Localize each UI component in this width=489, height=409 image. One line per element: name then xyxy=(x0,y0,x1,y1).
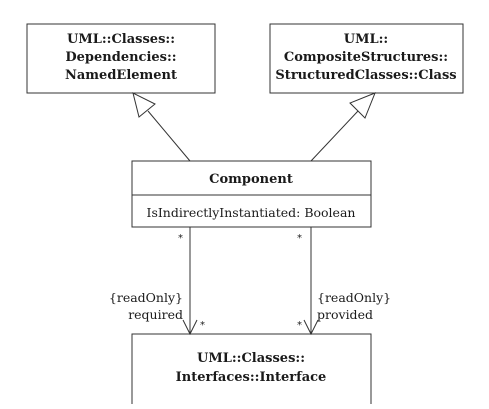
generalization-arrowhead-right xyxy=(349,92,376,119)
generalization-to-class xyxy=(310,92,376,162)
provided-source-multiplicity: * xyxy=(297,233,302,244)
component-name: Component xyxy=(209,172,293,187)
required-association: * * {readOnly} required xyxy=(109,227,205,336)
required-source-multiplicity: * xyxy=(178,233,183,244)
generalization-line-right xyxy=(310,110,359,162)
provided-target-multiplicity: * xyxy=(297,320,302,331)
named-element-box xyxy=(26,23,216,94)
interface-class[interactable]: UML::Classes:: Interfaces::Interface xyxy=(131,333,372,404)
generalization-arrowhead-left xyxy=(132,92,156,118)
generalization-to-named-element xyxy=(132,92,191,162)
interface-box xyxy=(131,333,372,404)
component-box xyxy=(131,160,372,228)
generalization-line-left xyxy=(147,110,191,162)
structured-class-line-1: UML:: xyxy=(344,32,388,47)
structured-class-class[interactable]: UML:: CompositeStructures:: StructuredCl… xyxy=(269,23,464,94)
structured-class-line-3: StructuredClasses::Class xyxy=(275,68,456,83)
structured-class-line-2: CompositeStructures:: xyxy=(284,50,448,65)
named-element-line-2: Dependencies:: xyxy=(65,50,176,65)
interface-line-1: UML::Classes:: xyxy=(197,351,305,366)
required-target-multiplicity: * xyxy=(200,320,205,331)
named-element-line-1: UML::Classes:: xyxy=(67,32,175,47)
required-constraint: {readOnly} xyxy=(109,290,183,305)
required-role: required xyxy=(128,307,183,322)
component-attribute: IsIndirectlyInstantiated: Boolean xyxy=(147,205,356,220)
provided-constraint: {readOnly} xyxy=(317,290,391,305)
named-element-class[interactable]: UML::Classes:: Dependencies:: NamedEleme… xyxy=(26,23,216,94)
provided-association: * * {readOnly} provided xyxy=(297,227,391,336)
component-class[interactable]: Component IsIndirectlyInstantiated: Bool… xyxy=(131,160,372,228)
named-element-line-3: NamedElement xyxy=(65,68,177,83)
structured-class-box xyxy=(269,23,464,94)
interface-line-2: Interfaces::Interface xyxy=(176,370,327,385)
provided-role: provided xyxy=(317,307,373,322)
